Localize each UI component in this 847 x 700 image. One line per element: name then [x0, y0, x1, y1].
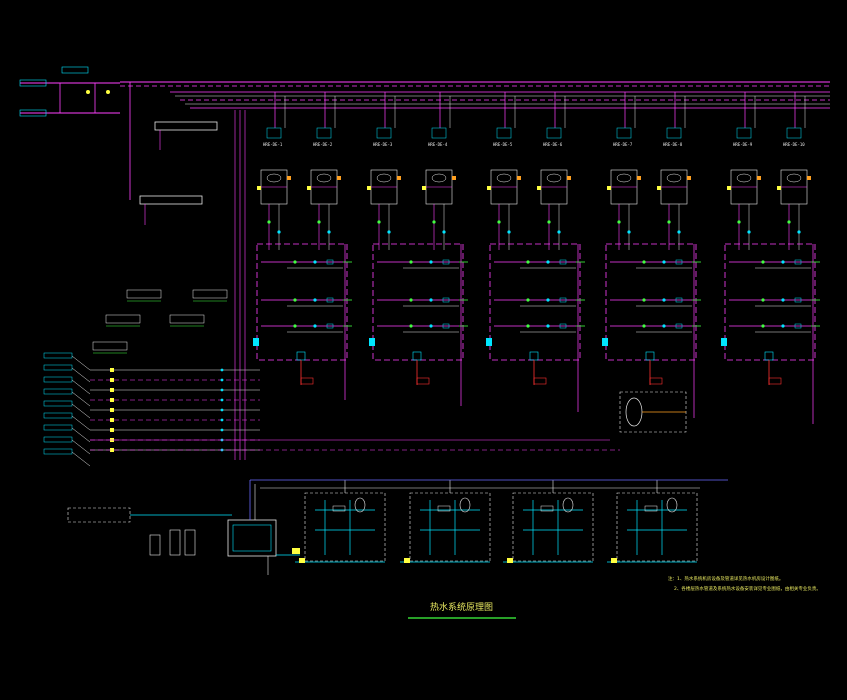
unit-label: HRE-DE-8	[663, 142, 683, 147]
heat-exchanger-unit: HRE-DE-2	[307, 92, 341, 250]
unit-label: HRE-DE-7	[613, 142, 633, 147]
water-tank-area	[67, 479, 728, 575]
equipment-module	[295, 480, 386, 563]
heat-exchanger-unit: HRE-DE-10	[777, 92, 811, 250]
annotation-box	[105, 314, 141, 324]
left-floor-feeds	[43, 110, 620, 467]
unit-label: HRE-DE-2	[313, 142, 333, 147]
floor-block	[369, 243, 468, 406]
heat-exchanger-unit: HRE-DE-3	[367, 92, 401, 250]
equipment-module	[400, 480, 491, 563]
expansion-tank	[619, 391, 687, 433]
floor-block	[253, 243, 352, 400]
heat-exchanger-unit: HRE-DE-5	[487, 92, 521, 250]
heat-exchanger-unit: HRE-DE-6	[537, 92, 571, 250]
heat-exchanger-units: HRE-DE-1 HRE-DE-2 HRE-DE-3 HRE-DE-4 HRE-DE-5…	[257, 92, 811, 250]
annotation-box	[126, 289, 162, 299]
unit-label: HRE-DE-10	[783, 142, 805, 147]
floor-distribution-blocks	[253, 243, 820, 424]
distribution-manifolds	[139, 121, 218, 225]
annotation-box	[169, 314, 205, 324]
annotation-box	[92, 341, 128, 351]
floor-block-frame	[605, 243, 697, 361]
drawing-title: 热水系统原理图	[430, 601, 493, 613]
module-tank	[562, 497, 574, 513]
floor-block-frame	[724, 243, 816, 361]
floor-feed-line	[43, 424, 260, 443]
unit-label: HRE-DE-9	[733, 142, 753, 147]
supply-header-pipes	[120, 81, 830, 109]
floor-block	[486, 243, 585, 412]
inlet-piping	[19, 66, 131, 200]
floor-block-frame	[489, 243, 581, 361]
floor-block	[721, 243, 820, 424]
floor-feed-line	[43, 400, 260, 419]
module-tank	[666, 497, 678, 513]
floor-feed-line	[43, 364, 260, 383]
heat-exchanger-unit: HRE-DE-4	[422, 92, 456, 250]
module-tank	[354, 497, 366, 513]
floor-block-frame	[256, 243, 348, 361]
floor-feed-line	[43, 412, 260, 431]
module-tank	[459, 497, 471, 513]
note-line-1: 注：1、热水系统机房设备及管道详见热水机房设计图纸。	[668, 575, 783, 582]
unit-label: HRE-DE-6	[543, 142, 563, 147]
unit-label: HRE-DE-1	[263, 142, 283, 147]
annotation-box	[192, 289, 228, 299]
heat-exchanger-unit: HRE-DE-1	[257, 92, 291, 250]
equipment-room-modules	[295, 480, 698, 563]
heat-exchanger-unit: HRE-DE-9	[727, 92, 761, 250]
floor-block	[602, 243, 701, 418]
unit-label: HRE-DE-5	[493, 142, 513, 147]
floor-block-frame	[372, 243, 464, 361]
floor-feed-line	[43, 352, 260, 372]
heat-exchanger-unit: HRE-DE-7	[607, 92, 641, 250]
equipment-module	[607, 480, 698, 563]
note-line-2: 2、各楼层热水管道及系统热水设备安装详见专业图纸，由相关专业负责。	[674, 585, 821, 592]
heat-exchanger-unit: HRE-DE-8	[657, 92, 691, 250]
floor-feed-line	[43, 376, 260, 395]
unit-label: HRE-DE-3	[373, 142, 393, 147]
unit-label: HRE-DE-4	[428, 142, 448, 147]
floor-feed-line	[43, 388, 260, 407]
equipment-module	[503, 480, 594, 563]
